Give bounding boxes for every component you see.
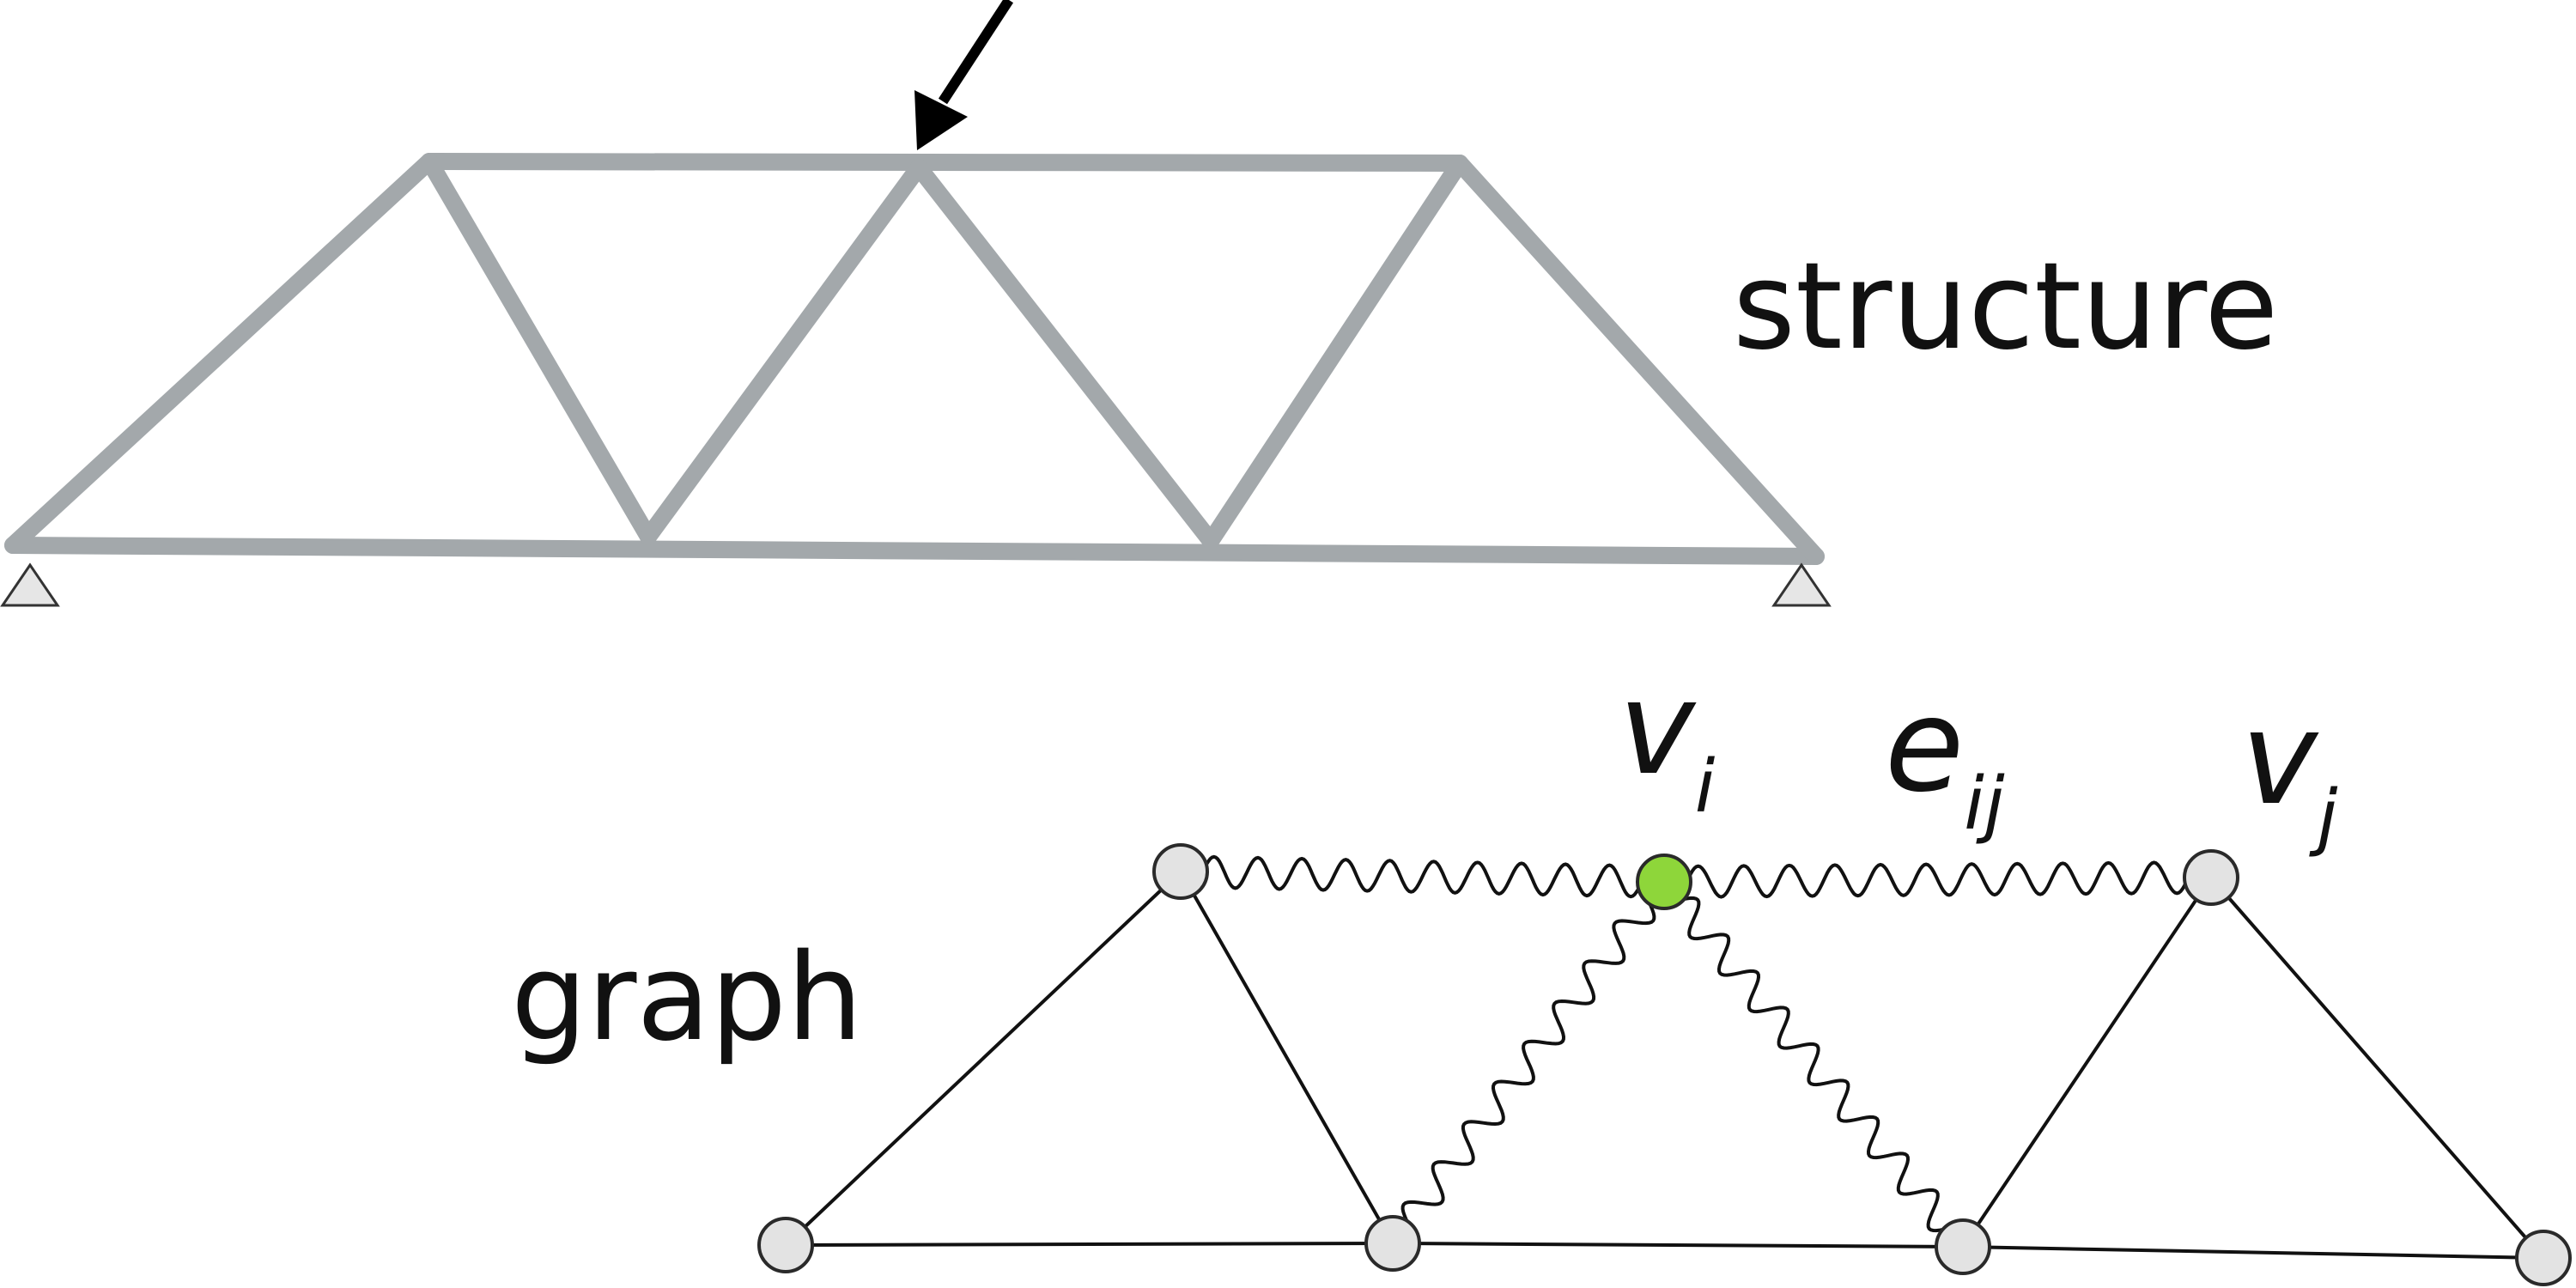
truss-member-bottom-chord [4,537,1825,565]
e-ij-base: e [1885,671,1964,821]
graph-node-v-j [2183,849,2239,906]
graph-node [1935,1218,1991,1275]
graph-edge [785,1242,1394,1247]
graph-straight-edges [784,870,2545,1260]
truss-member-top-chord [421,153,1468,172]
graph-nodes [757,843,2572,1286]
v-i-base: v [1619,654,1697,804]
graph-node-v-i [1636,854,1692,910]
graph-node [1152,843,1209,900]
graph-edge [1392,1242,1964,1249]
v-i-label: vi [1619,654,1716,829]
v-j-label: vj [2241,684,2338,860]
spring-edge [1179,854,1666,899]
v-i-sub: i [1695,744,1716,829]
truss-member-diagonal-2 [640,159,927,545]
e-ij-label: eij [1885,671,2005,847]
truss-member-diagonal-3 [910,159,1219,550]
graph-node [757,1217,814,1273]
structure-label: structure [1733,237,2278,377]
truss-members [4,153,1825,565]
graph-node [2515,1230,2572,1286]
arrow-icon [914,0,1014,150]
truss-member-right-end [1451,155,1825,565]
truss-member-left-end [4,153,438,554]
graph-edge [2209,876,2545,1260]
truss-structure [0,0,1832,607]
graph-edge [1962,1245,2544,1260]
v-j-base: v [2241,684,2319,834]
graph-wavy-edges [1179,854,2213,1249]
graph-label: graph [511,928,863,1068]
graph-edge [1179,871,1394,1244]
triangle-support-icon [1771,562,1832,607]
triangle-support-icon [0,562,60,607]
spring-edge [1657,880,1970,1249]
truss-member-diagonal-1 [421,153,657,545]
spring-edge [1391,878,1666,1247]
spring-edge-e-ij [1662,860,2213,899]
e-ij-sub: ij [1964,762,2005,847]
graph-edge [1961,876,2213,1249]
graph [757,843,2572,1286]
graph-node [1364,1215,1421,1272]
truss-member-diagonal-4 [1202,155,1468,550]
graph-edge [784,870,1182,1247]
